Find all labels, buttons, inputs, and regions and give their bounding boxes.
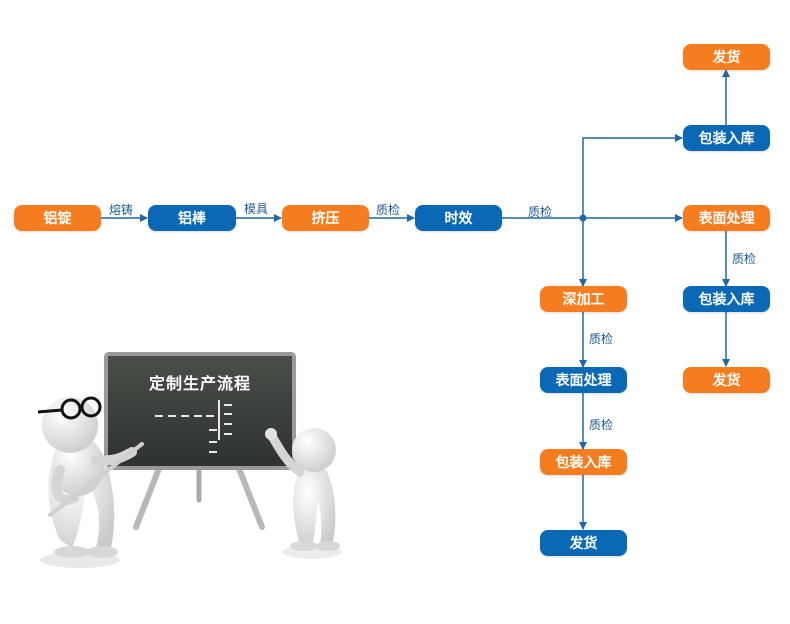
edge-label-qc-1: 质检 [376, 203, 401, 217]
node-extrusion: 挤压 [282, 205, 369, 231]
node-aging: 时效 [415, 205, 502, 231]
node-packaging-right: 包装入库 [683, 286, 770, 312]
node-shipping-top: 发货 [683, 44, 770, 70]
chalkboard-title: 定制生产流程 [148, 374, 251, 393]
node-packaging-top: 包装入库 [683, 125, 770, 151]
edge-label-mold: 模具 [244, 202, 269, 216]
edge-label-casting: 熔铸 [109, 203, 134, 217]
edge-label-qc-lower-1: 质检 [589, 332, 614, 346]
node-shipping-right: 发货 [683, 367, 770, 393]
node-aluminum-ingot: 铝锭 [14, 205, 101, 231]
node-surface-treatment-lower: 表面处理 [540, 367, 627, 393]
chalkboard-illustration [37, 352, 342, 568]
student-figure [265, 428, 342, 559]
edge-label-qc-lower-2: 质检 [589, 418, 614, 432]
node-shipping-lower: 发货 [540, 530, 627, 556]
chalkboard [104, 352, 296, 470]
node-aluminum-rod: 铝棒 [148, 205, 236, 231]
arrow-junction-n9 [582, 134, 683, 218]
edge-label-qc-2: 质检 [528, 205, 553, 219]
node-packaging-lower: 包装入库 [540, 449, 627, 475]
node-surface-treatment-right: 表面处理 [683, 205, 770, 231]
presenter-figure [37, 396, 144, 568]
node-deep-processing: 深加工 [540, 286, 627, 312]
edge-label-qc-right: 质检 [732, 252, 757, 266]
